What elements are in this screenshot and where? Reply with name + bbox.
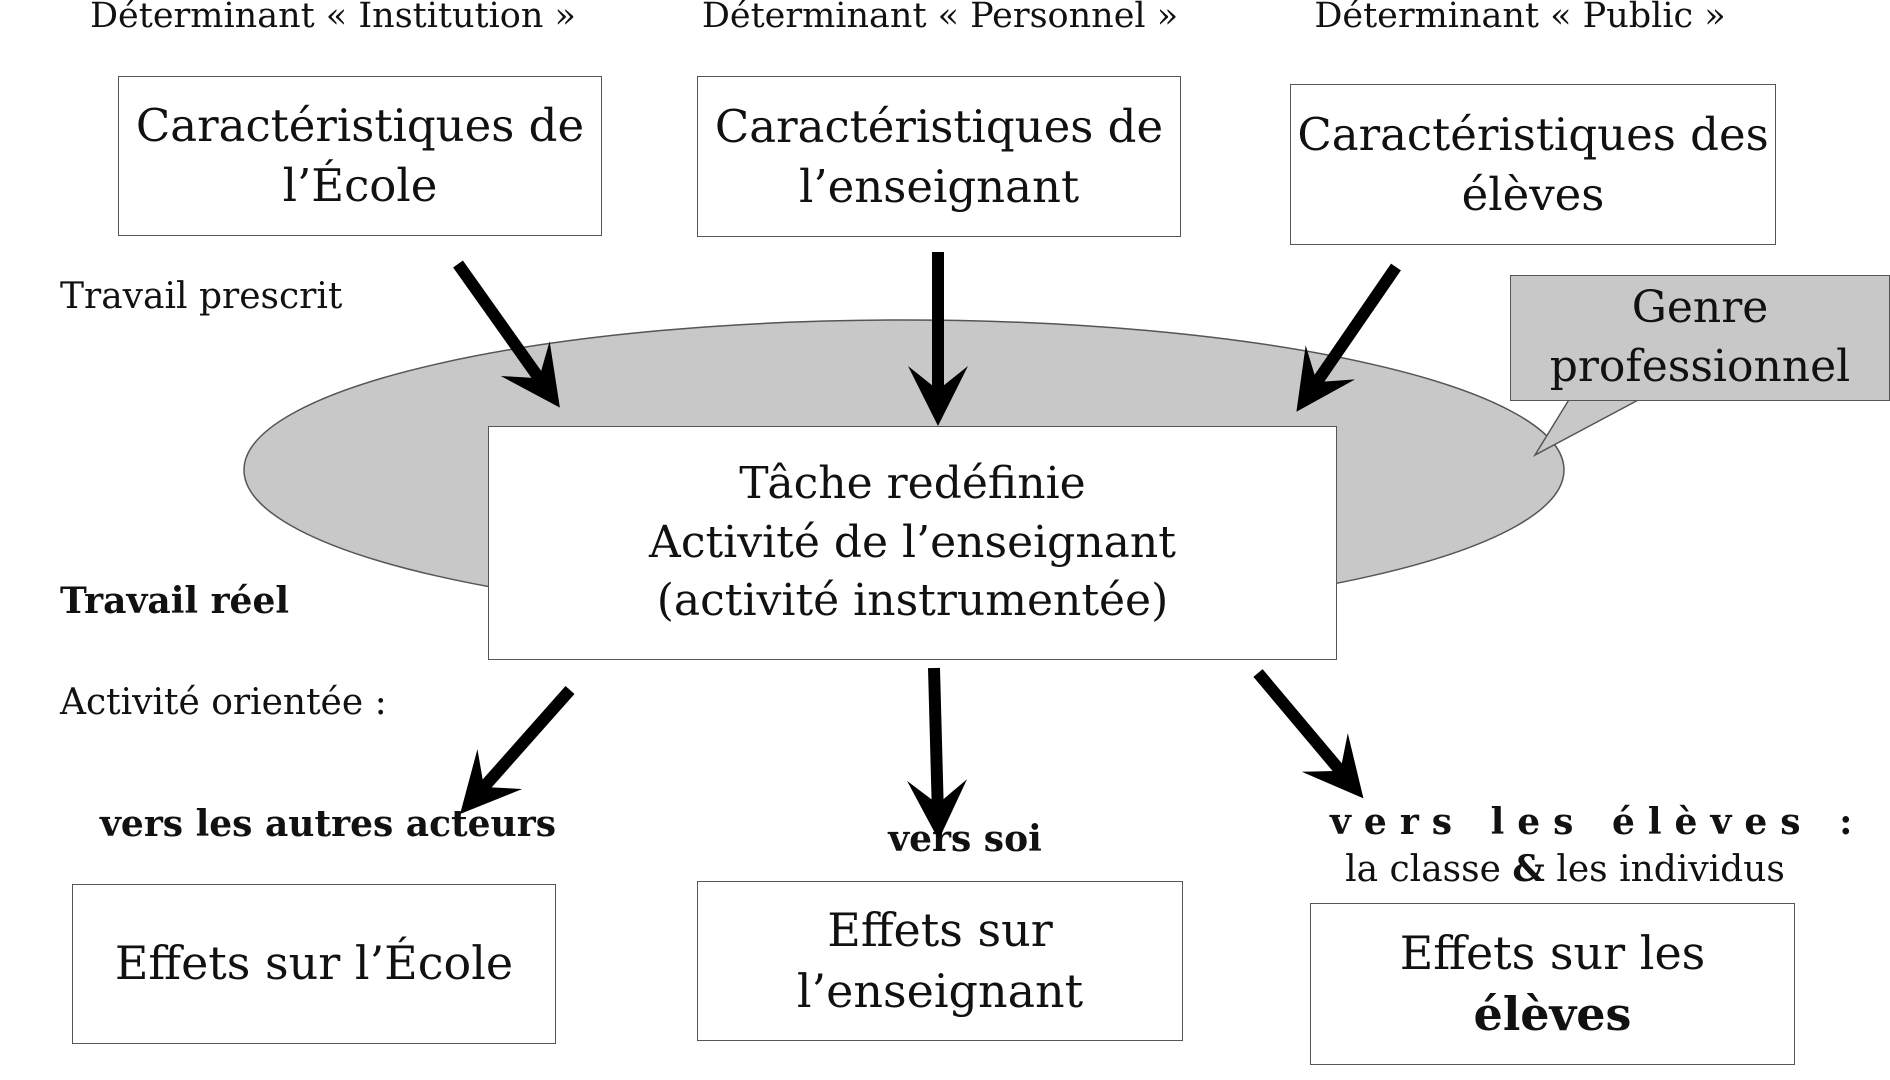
label-travail-prescrit: Travail prescrit: [60, 276, 343, 317]
subtitle-classe: la classe: [1345, 849, 1501, 890]
genre-line: professionnel: [1549, 341, 1851, 392]
orientation-eleves-subtitle: la classe & les individus: [1340, 848, 1790, 890]
arrow-tache-to-autres: [460, 686, 575, 814]
box-line: l’École: [282, 159, 438, 212]
box-caracteristiques-ecole: Caractéristiques de l’École: [118, 76, 602, 236]
determinant-personnel: Déterminant « Personnel »: [701, 0, 1179, 36]
effect-label: Effets sur les élèves: [1400, 923, 1706, 1045]
genre-line: Genre: [1631, 282, 1769, 334]
box-line: Caractéristiques de: [135, 99, 585, 153]
effect-label: Effets sur l’enseignant: [796, 902, 1084, 1018]
box-caracteristiques-eleves: Caractéristiques des élèves: [1290, 84, 1776, 245]
arrow-ecole-to-tache: [453, 260, 560, 408]
center-line-activite: Activité de l’enseignant: [649, 516, 1176, 568]
box-effets-enseignant: Effets sur l’enseignant: [697, 881, 1183, 1041]
determinant-institution: Déterminant « Institution »: [90, 0, 576, 36]
box-caracteristiques-enseignant: Caractéristiques de l’enseignant: [697, 76, 1181, 237]
arrow-tache-to-eleves: [1253, 669, 1364, 799]
box-effets-ecole: Effets sur l’École: [72, 884, 556, 1044]
effect-label: Effets sur l’École: [114, 936, 514, 991]
arrow-eleves-to-tache: [1296, 263, 1401, 412]
label-activite-orientee: Activité orientée :: [60, 682, 387, 723]
determinant-public: Déterminant « Public »: [1314, 0, 1726, 36]
label-travail-reel: Travail réel: [60, 580, 290, 622]
orientation-eleves: vers les élèves :: [1330, 801, 1866, 843]
box-tache-redefinie: Tâche redéfinie Activité de l’enseignant…: [488, 426, 1337, 660]
box-line: Caractéristiques des: [1297, 107, 1769, 161]
effect-bold: élèves: [1473, 987, 1632, 1041]
ampersand: &: [1512, 848, 1545, 890]
subtitle-individus: les individus: [1556, 849, 1785, 890]
center-line-tache: Tâche redéfinie: [739, 458, 1086, 510]
center-line-instrumentee: (activité instrumentée): [656, 575, 1169, 627]
box-line: Caractéristiques de: [714, 99, 1164, 153]
box-line: élèves: [1461, 167, 1605, 221]
box-line: l’enseignant: [798, 159, 1080, 213]
arrow-tache-to-soi: [907, 667, 968, 840]
effect-prefix: Effets sur les: [1399, 925, 1706, 980]
genre-professionnel-callout: Genre professionnel: [1510, 275, 1890, 401]
box-effets-eleves: Effets sur les élèves: [1310, 903, 1795, 1065]
